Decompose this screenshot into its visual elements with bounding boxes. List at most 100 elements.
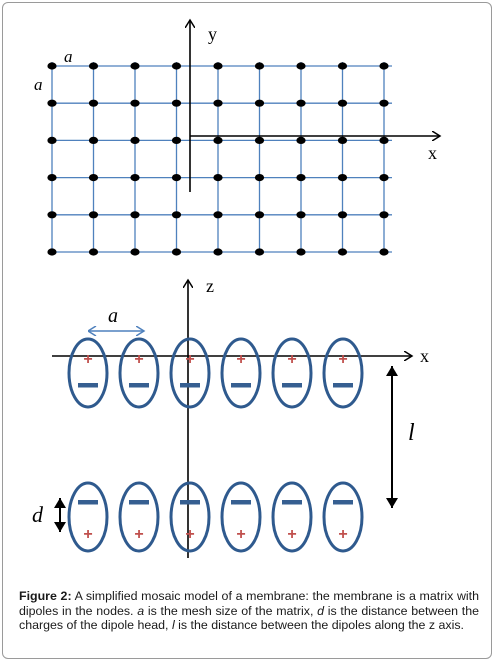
dipole-ellipse	[220, 337, 262, 409]
mesh-grid	[48, 62, 392, 254]
grid-node	[254, 136, 265, 144]
grid-node	[213, 99, 223, 107]
grid-node	[171, 99, 182, 107]
positive-charge: +	[338, 526, 347, 543]
dipole-ellipse	[271, 337, 313, 409]
grid-node	[213, 174, 223, 182]
grid-node	[254, 62, 265, 70]
grid-node	[213, 62, 223, 70]
grid-node	[88, 99, 99, 107]
grid-node	[213, 211, 223, 219]
grid-node	[47, 99, 57, 107]
positive-charge: +	[185, 526, 194, 543]
positive-charge: +	[287, 526, 296, 543]
grid-node	[88, 136, 99, 144]
grid-node	[254, 174, 265, 182]
dipole-ellipse	[118, 481, 160, 553]
grid-node	[47, 211, 57, 219]
grid-node	[379, 136, 389, 144]
dipole-ellipse	[67, 337, 109, 409]
figure-diagram: y x a a z x a ++++++++++++ l d	[32, 0, 496, 558]
grid-node	[379, 99, 389, 107]
positive-charge: +	[134, 351, 143, 368]
y-axis-label: y	[208, 24, 217, 44]
grid-node	[254, 248, 265, 256]
dipole-ellipse	[118, 337, 160, 409]
dipole-ellipse	[271, 481, 313, 553]
negative-charge	[78, 500, 98, 505]
grid-node	[130, 62, 140, 70]
grid-node	[171, 248, 182, 256]
grid-node	[337, 174, 348, 182]
positive-charge: +	[287, 351, 296, 368]
grid-node	[296, 99, 306, 107]
grid-node	[296, 174, 306, 182]
grid-node	[130, 136, 140, 144]
grid-node	[337, 248, 348, 256]
positive-charge: +	[338, 351, 347, 368]
caption-var-l: l	[171, 618, 175, 633]
grid-node	[296, 136, 306, 144]
negative-charge	[333, 500, 353, 505]
negative-charge	[333, 383, 353, 388]
dipole-ellipse	[322, 481, 364, 553]
positive-charge: +	[236, 526, 245, 543]
negative-charge	[231, 500, 251, 505]
grid-node	[130, 174, 140, 182]
grid-node	[337, 136, 348, 144]
positive-charge: +	[185, 351, 194, 368]
grid-node	[379, 248, 389, 256]
caption-text-1: A simplified mosaic model of a membrane:…	[19, 589, 480, 618]
positive-charge: +	[83, 351, 92, 368]
grid-node	[379, 211, 389, 219]
figure-caption: Figure 2: A simplified mosaic model of a…	[19, 589, 479, 633]
grid-node	[254, 99, 265, 107]
negative-charge	[78, 383, 98, 388]
grid-node	[254, 211, 265, 219]
grid-node	[337, 62, 348, 70]
grid-node	[130, 211, 140, 219]
mesh-size-label-vertical: a	[34, 75, 43, 94]
dipole-array: + + + + + + + + + + + +	[67, 337, 364, 553]
grid-node	[296, 62, 306, 70]
positive-charge: +	[83, 526, 92, 543]
grid-node	[88, 211, 99, 219]
grid-node	[296, 248, 306, 256]
grid-node	[213, 248, 223, 256]
grid-node	[47, 62, 57, 70]
caption-text-2: is the mesh size of the matrix,	[144, 603, 318, 618]
grid-node	[213, 136, 223, 144]
positive-charge: +	[236, 351, 245, 368]
grid-node	[130, 248, 140, 256]
charge-gap-label: d	[32, 502, 44, 527]
mesh-size-label-horizontal: a	[64, 47, 73, 66]
grid-node	[130, 99, 140, 107]
z-axis-label: z	[206, 276, 214, 296]
grid-node	[88, 174, 99, 182]
dipole-ellipse	[220, 481, 262, 553]
grid-node	[337, 211, 348, 219]
grid-node	[296, 211, 306, 219]
grid-node	[171, 174, 182, 182]
caption-text-4: is the distance between the dipoles alon…	[174, 618, 465, 633]
grid-node	[88, 248, 99, 256]
caption-text-3: is the distance between the charges of t…	[19, 603, 480, 633]
x-axis-label: x	[428, 143, 437, 163]
bottom-x-axis-label: x	[420, 346, 429, 366]
negative-charge	[231, 383, 251, 388]
grid-node	[379, 62, 389, 70]
grid-node	[47, 174, 57, 182]
positive-charge: +	[134, 526, 143, 543]
grid-node	[337, 99, 348, 107]
grid-node	[88, 62, 99, 70]
dipole-ellipse	[169, 337, 211, 409]
dipole-ellipse	[169, 481, 211, 553]
negative-charge	[129, 500, 149, 505]
mesh-nodes	[47, 62, 389, 256]
caption-var-a: a	[137, 603, 145, 618]
spacing-label: a	[108, 305, 118, 327]
grid-node	[171, 62, 182, 70]
negative-charge	[129, 383, 149, 388]
dipole-ellipse	[67, 481, 109, 553]
negative-charge	[180, 500, 200, 505]
